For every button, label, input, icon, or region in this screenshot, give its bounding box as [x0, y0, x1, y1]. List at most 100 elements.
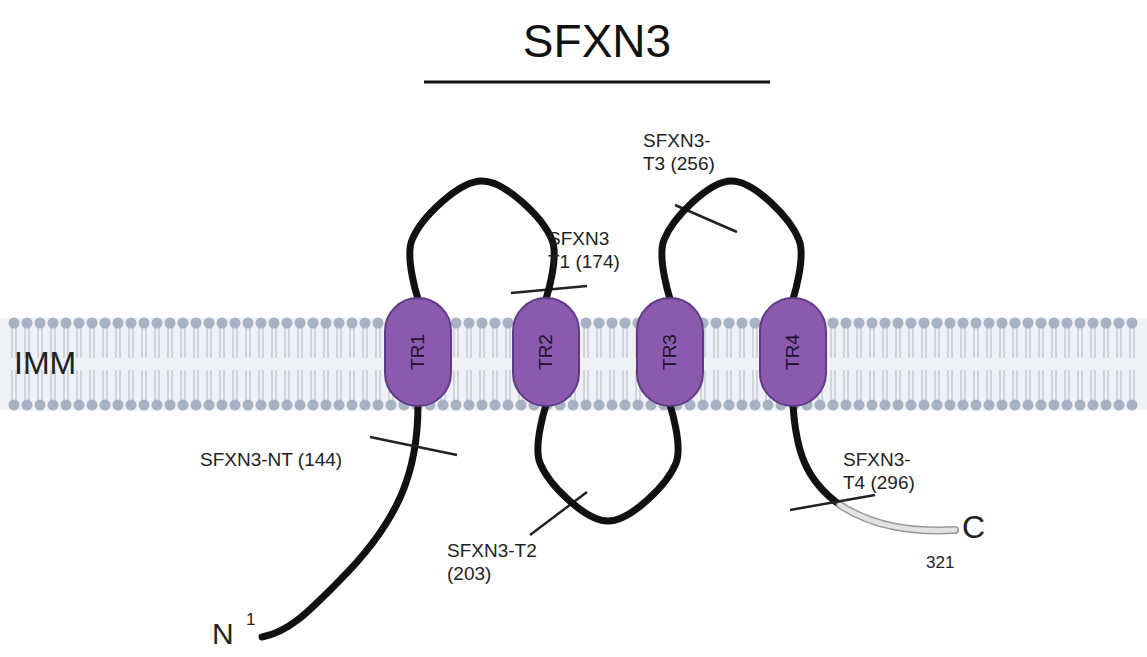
lipid-head: [139, 400, 150, 411]
lipid-head: [9, 400, 20, 411]
lipid-tail: [587, 326, 589, 358]
lipid-tail: [964, 326, 966, 358]
lipid-tail: [362, 326, 364, 358]
lipid-tail: [128, 370, 130, 402]
lipid-head: [1049, 318, 1060, 329]
title: SFXN3: [424, 14, 770, 69]
lipid-head: [568, 400, 579, 411]
lipid-tail: [1038, 370, 1040, 402]
lipid-tail: [600, 370, 602, 402]
lipid-tail: [713, 326, 715, 358]
lipid-head: [1049, 400, 1060, 411]
lipid-tail: [197, 370, 199, 402]
lipid-tail: [1077, 370, 1079, 402]
lipid-head: [334, 318, 345, 329]
lipid-tail: [726, 326, 728, 358]
lipid-tail: [882, 326, 884, 358]
lipid-tail: [1094, 326, 1096, 358]
lipid-tail: [1116, 370, 1118, 402]
lipid-head: [48, 400, 59, 411]
lipid-tail: [210, 326, 212, 358]
lipid-tail: [375, 326, 377, 358]
lipid-tail: [362, 370, 364, 402]
terminus-label: C: [962, 508, 985, 546]
lipid-tail: [284, 370, 286, 402]
lipid-tail: [184, 326, 186, 358]
lipid-tail: [284, 326, 286, 358]
lipid-head: [503, 318, 514, 329]
lipid-head: [750, 400, 761, 411]
lipid-tail: [938, 370, 940, 402]
lipid-tail: [1081, 370, 1083, 402]
lipid-head: [1101, 318, 1112, 329]
lipid-head: [61, 318, 72, 329]
lipid-tail: [336, 370, 338, 402]
lipid-head: [139, 318, 150, 329]
lipid-tail: [453, 370, 455, 402]
lipid-tail: [301, 326, 303, 358]
lipid-head: [74, 400, 85, 411]
lipid-tail: [158, 326, 160, 358]
lipid-tail: [1051, 370, 1053, 402]
lipid-tail: [990, 326, 992, 358]
lipid-head: [1062, 318, 1073, 329]
lipid-tail: [327, 326, 329, 358]
lipid-tail: [1120, 370, 1122, 402]
lipid-head: [451, 400, 462, 411]
lipid-head: [178, 318, 189, 329]
lipid-tail: [271, 326, 273, 358]
lipid-tail: [934, 326, 936, 358]
lipid-tail: [154, 370, 156, 402]
region-label: TR2: [535, 334, 557, 370]
lipid-tail: [193, 370, 195, 402]
lipid-tail: [1029, 326, 1031, 358]
lipid-head: [984, 318, 995, 329]
lipid-tail: [197, 326, 199, 358]
lipid-head: [191, 318, 202, 329]
lipid-tail: [726, 370, 728, 402]
lipid-head: [152, 400, 163, 411]
lipid-tail: [1133, 326, 1135, 358]
lipid-head: [490, 318, 501, 329]
lipid-tail: [340, 370, 342, 402]
lipid-tail: [509, 326, 511, 358]
lipid-tail: [843, 370, 845, 402]
lipid-head: [451, 318, 462, 329]
lipid-tail: [869, 370, 871, 402]
lipid-tail: [89, 370, 91, 402]
lipid-tail: [895, 326, 897, 358]
lipid-tail: [340, 326, 342, 358]
lipid-head: [1127, 400, 1138, 411]
lipid-tail: [600, 326, 602, 358]
lipid-tail: [483, 370, 485, 402]
lipid-tail: [275, 370, 277, 402]
lipid-tail: [1116, 326, 1118, 358]
lipid-head: [711, 318, 722, 329]
lipid-head: [74, 318, 85, 329]
lipid-tail: [960, 370, 962, 402]
lipid-head: [464, 318, 475, 329]
lipid-tail: [1042, 370, 1044, 402]
truncation-label: SFXN3-NT (144): [200, 449, 342, 472]
lipid-head: [22, 400, 33, 411]
lipid-tail: [249, 326, 251, 358]
lipid-tail: [180, 326, 182, 358]
region-label: TR1: [407, 334, 429, 370]
lipid-head: [113, 318, 124, 329]
lipid-head: [256, 400, 267, 411]
lipid-head: [867, 400, 878, 411]
lipid-tail: [908, 370, 910, 402]
lipid-tail: [479, 326, 481, 358]
lipid-tail: [977, 370, 979, 402]
lipid-tail: [102, 370, 104, 402]
lipid-tail: [843, 326, 845, 358]
lipid-tail: [141, 326, 143, 358]
lipid-head: [581, 318, 592, 329]
lipid-head: [880, 400, 891, 411]
lipid-head: [958, 400, 969, 411]
lipid-head: [386, 400, 397, 411]
lipid-tail: [262, 326, 264, 358]
lipid-head: [1127, 318, 1138, 329]
lipid-tail: [132, 326, 134, 358]
lipid-head: [828, 400, 839, 411]
